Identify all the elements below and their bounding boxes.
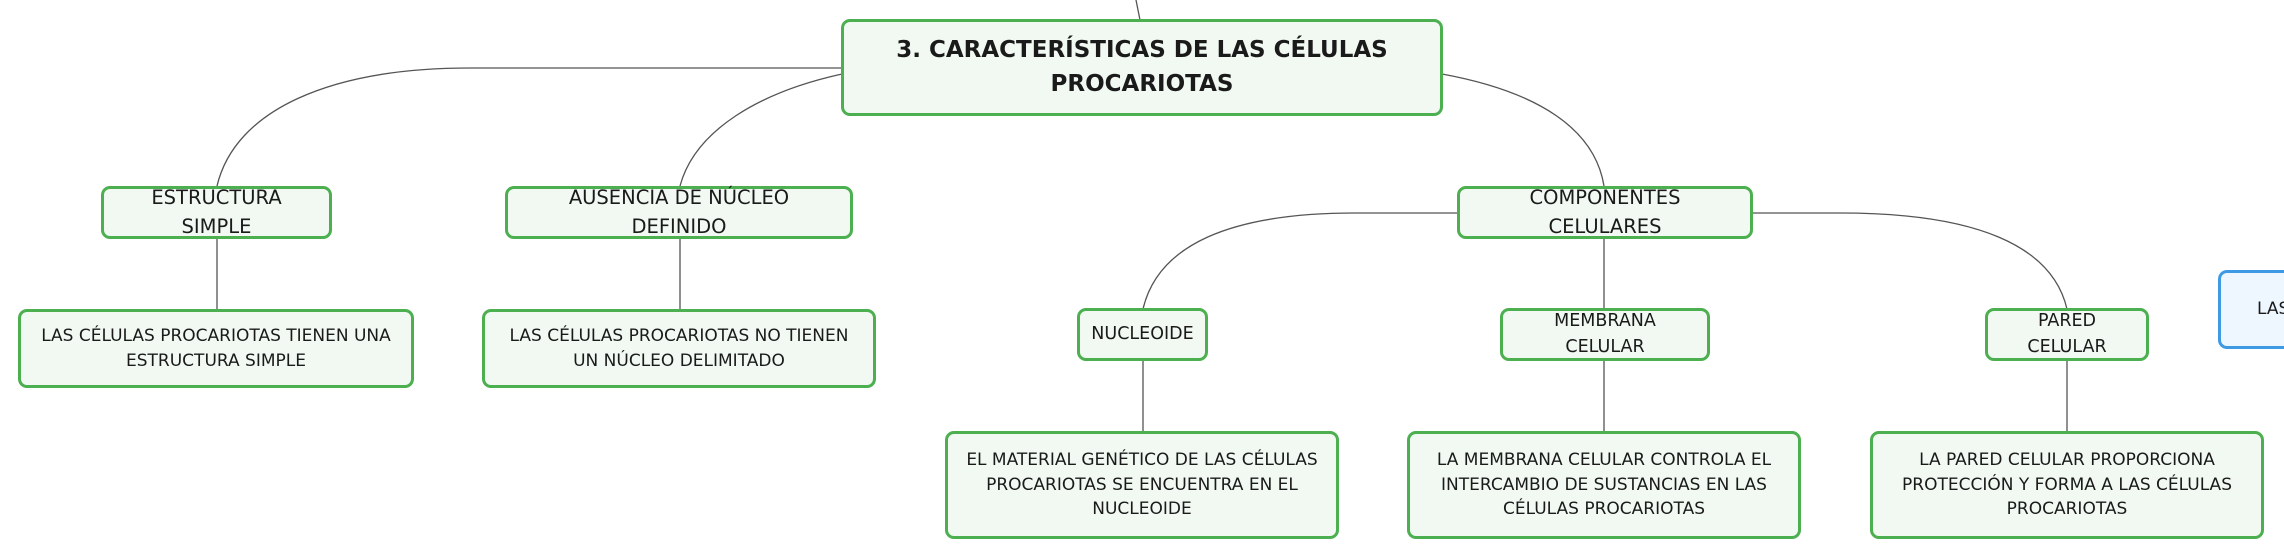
connector-root-estructura	[216, 67, 842, 187]
node-label: LA PARED CELULAR PROPORCIONA PROTECCIÓN …	[1902, 450, 2232, 520]
node-label: LAS CÉLULAS PROCARIOTAS TIENEN UNA ESTRU…	[41, 325, 391, 371]
node-label: LA MEMBRANA CELULAR CONTROLA EL INTERCAM…	[1436, 450, 1772, 520]
connector-componentes-nucleoide	[1142, 212, 1457, 310]
node-label: NUCLEOIDE	[1091, 323, 1194, 344]
node-offscreen-partial[interactable]: LAS	[2218, 270, 2284, 349]
node-label: LAS	[2257, 299, 2284, 320]
node-pared-detail[interactable]: LA PARED CELULAR PROPORCIONA PROTECCIÓN …	[1870, 431, 2264, 539]
node-label: PARED CELULAR	[2027, 311, 2107, 357]
root-node[interactable]: 3. CARACTERÍSTICAS DE LAS CÉLULAS PROCAR…	[841, 19, 1443, 116]
node-label: ESTRUCTURA SIMPLE	[151, 186, 282, 238]
root-title: 3. CARACTERÍSTICAS DE LAS CÉLULAS PROCAR…	[896, 37, 1388, 97]
connector-root-componentes	[1441, 73, 1605, 187]
node-nucleoide-detail[interactable]: EL MATERIAL GENÉTICO DE LAS CÉLULAS PROC…	[945, 431, 1339, 539]
node-label: MEMBRANA CELULAR	[1554, 311, 1656, 357]
node-componentes-celulares[interactable]: COMPONENTES CELULARES	[1457, 186, 1753, 239]
node-pared-celular[interactable]: PARED CELULAR	[1985, 308, 2149, 361]
node-label: COMPONENTES CELULARES	[1529, 186, 1681, 238]
node-nucleo-detail[interactable]: LAS CÉLULAS PROCARIOTAS NO TIENEN UN NÚC…	[482, 309, 876, 388]
node-label: EL MATERIAL GENÉTICO DE LAS CÉLULAS PROC…	[966, 450, 1318, 520]
node-ausencia-nucleo[interactable]: AUSENCIA DE NÚCLEO DEFINIDO	[505, 186, 853, 239]
node-nucleoide[interactable]: NUCLEOIDE	[1077, 308, 1208, 361]
node-membrana-detail[interactable]: LA MEMBRANA CELULAR CONTROLA EL INTERCAM…	[1407, 431, 1801, 539]
node-estructura-simple[interactable]: ESTRUCTURA SIMPLE	[101, 186, 332, 239]
connector-root-nucleo	[679, 73, 843, 187]
node-estructura-detail[interactable]: LAS CÉLULAS PROCARIOTAS TIENEN UNA ESTRU…	[18, 309, 414, 388]
node-membrana-celular[interactable]: MEMBRANA CELULAR	[1500, 308, 1710, 361]
connector-componentes-pared	[1752, 212, 2068, 310]
node-label: AUSENCIA DE NÚCLEO DEFINIDO	[568, 186, 790, 238]
node-label: LAS CÉLULAS PROCARIOTAS NO TIENEN UN NÚC…	[509, 325, 849, 371]
connector-top-offscreen	[1135, 0, 1141, 21]
